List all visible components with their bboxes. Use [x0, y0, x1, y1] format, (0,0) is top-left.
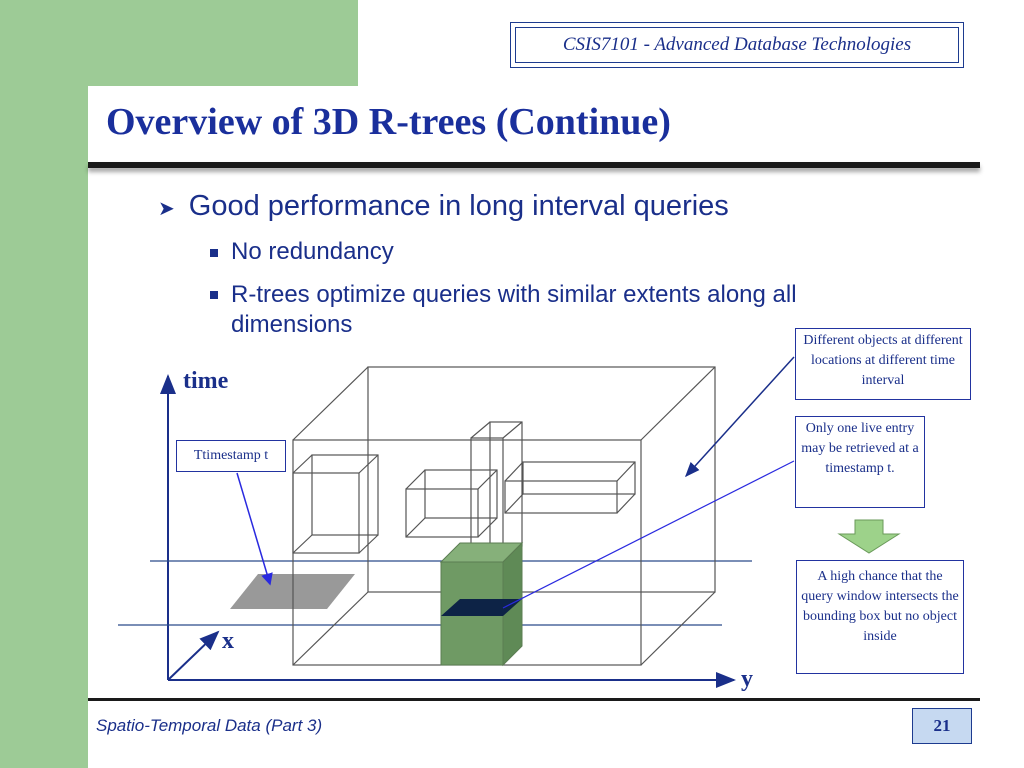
title-divider	[88, 162, 980, 168]
top-accent-bar	[88, 0, 358, 86]
arrow-bullet-icon: ➤	[158, 198, 175, 220]
object-box	[405, 469, 498, 538]
bullet-main: ➤ Good performance in long interval quer…	[158, 190, 729, 223]
axes	[160, 374, 736, 688]
square-bullet-icon	[210, 291, 218, 299]
slide-title: Overview of 3D R-trees (Continue)	[106, 101, 671, 143]
object-box	[504, 461, 636, 514]
query-window-column	[439, 541, 524, 667]
y-axis-label: y	[741, 666, 753, 692]
down-arrow-icon	[837, 519, 901, 554]
sub-bullet: No redundancy	[210, 238, 394, 266]
course-header: CSIS7101 - Advanced Database Technologie…	[510, 22, 964, 68]
callout-timestamp: Ttimestamp t	[176, 440, 286, 472]
square-bullet-icon	[210, 249, 218, 257]
callout-pointer	[684, 356, 795, 478]
callout-pointer	[502, 460, 795, 609]
sub-bullet: R-trees optimize queries with similar ex…	[210, 280, 920, 340]
x-axis	[167, 630, 220, 681]
footer-divider	[88, 698, 980, 701]
time-axis-label: time	[183, 368, 229, 394]
course-title: CSIS7101 - Advanced Database Technologie…	[515, 27, 959, 63]
bullet-main-text: Good performance in long interval querie…	[188, 190, 729, 222]
timestamp-slice	[441, 599, 522, 616]
sub-bullet-text: No redundancy	[231, 238, 394, 265]
x-axis-label: x	[222, 628, 234, 654]
page-number: 21	[912, 708, 972, 744]
left-accent-bar	[0, 0, 88, 768]
callout-pointer	[236, 472, 273, 586]
callout-different-objects: Different objects at different locations…	[795, 328, 971, 400]
callout-high-chance: A high chance that the query window inte…	[796, 560, 964, 674]
footer-title: Spatio-Temporal Data (Part 3)	[96, 716, 323, 735]
callout-only-one-entry: Only one live entry may be retrieved at …	[795, 416, 925, 508]
sub-bullet-text: R-trees optimize queries with similar ex…	[231, 281, 797, 338]
object-box	[292, 454, 379, 554]
